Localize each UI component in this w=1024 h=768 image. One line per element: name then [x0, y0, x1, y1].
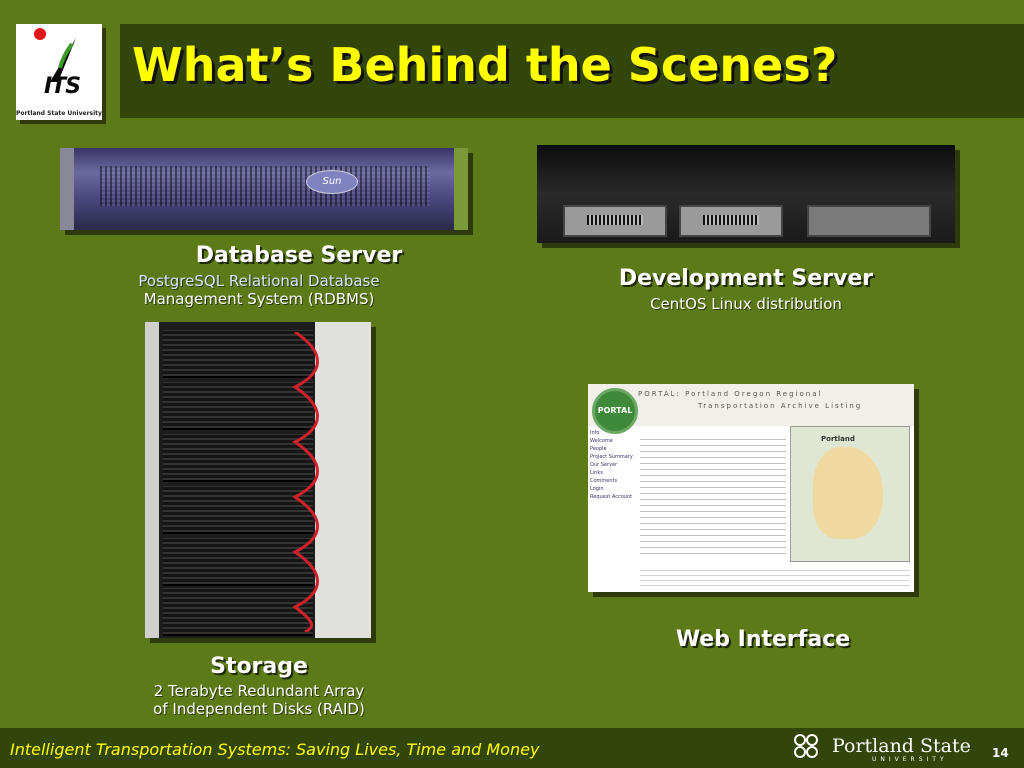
map-region	[813, 447, 883, 539]
database-server-title: Database Server	[195, 243, 403, 268]
portal-heading-2: Transportation Archive Listing	[698, 402, 863, 410]
portal-nav-item: Request Account	[590, 494, 633, 500]
portal-nav-item: People	[590, 446, 607, 452]
footer-tagline: Intelligent Transportation Systems: Savi…	[10, 740, 540, 759]
development-server-desc-1: CentOS Linux distribution	[650, 295, 842, 313]
drive-bay	[563, 205, 667, 237]
database-server-desc-2: Management System (RDBMS)	[143, 290, 375, 308]
development-server-photo	[537, 145, 955, 243]
title-band	[120, 24, 1024, 118]
storage-desc-1: 2 Terabyte Redundant Array	[153, 682, 365, 700]
portal-map: Portland	[790, 426, 910, 562]
portal-nav-item: Welcome	[590, 438, 613, 444]
slide-title: What’s Behind the Scenes?	[132, 38, 838, 92]
web-interface-screenshot: PORTAL PORTAL: Portland Oregon Regional …	[588, 384, 914, 592]
logo-subtitle: Portland State University	[16, 110, 102, 117]
portal-nav: Info Welcome People Project Summary Our …	[590, 430, 634, 540]
drive-bay	[679, 205, 783, 237]
portal-nav-item: Our Server	[590, 462, 618, 468]
disk-tray	[163, 538, 313, 586]
portal-body-text	[640, 434, 786, 554]
map-label: Portland	[821, 435, 855, 443]
red-wave-icon	[292, 332, 319, 632]
footer-band	[0, 728, 1024, 768]
storage-desc-2: of Independent Disks (RAID)	[153, 700, 365, 718]
storage-title: Storage	[210, 654, 308, 679]
portal-nav-item: Project Summary	[590, 454, 633, 460]
university-subtitle: UNIVERSITY	[872, 756, 948, 763]
disk-tray	[163, 330, 313, 378]
disk-tray	[163, 434, 313, 482]
university-name: Portland State	[832, 735, 971, 757]
logo-text: ITS	[44, 74, 81, 99]
portal-header	[588, 384, 914, 426]
storage-photo	[145, 322, 371, 638]
disk-tray	[163, 382, 313, 430]
portal-footer-text	[640, 568, 910, 586]
database-server-photo: Sun	[60, 148, 468, 230]
psu-logo-icon	[794, 734, 818, 758]
development-server-title: Development Server	[618, 266, 874, 291]
portal-nav-item: Comments	[590, 478, 618, 484]
web-interface-title: Web Interface	[675, 627, 851, 652]
sun-badge: Sun	[306, 170, 358, 194]
portal-nav-item: Info	[590, 430, 600, 436]
its-logo: ITS Portland State University	[16, 24, 102, 120]
portal-heading-1: PORTAL: Portland Oregon Regional	[638, 390, 823, 398]
database-server-desc-1: PostgreSQL Relational Database	[138, 272, 380, 290]
server-vent	[100, 166, 430, 206]
page-number: 14	[992, 746, 1009, 760]
red-dot-icon	[34, 28, 46, 40]
optical-drive	[807, 205, 931, 237]
rack-rail-left	[60, 148, 74, 230]
portal-logo: PORTAL	[592, 388, 638, 434]
rack-rail-right	[454, 148, 468, 230]
portal-nav-item: Login	[590, 486, 604, 492]
portal-nav-item: Links	[590, 470, 603, 476]
disk-tray	[163, 588, 313, 636]
swoosh-icon	[50, 38, 76, 82]
disk-tray	[163, 486, 313, 534]
